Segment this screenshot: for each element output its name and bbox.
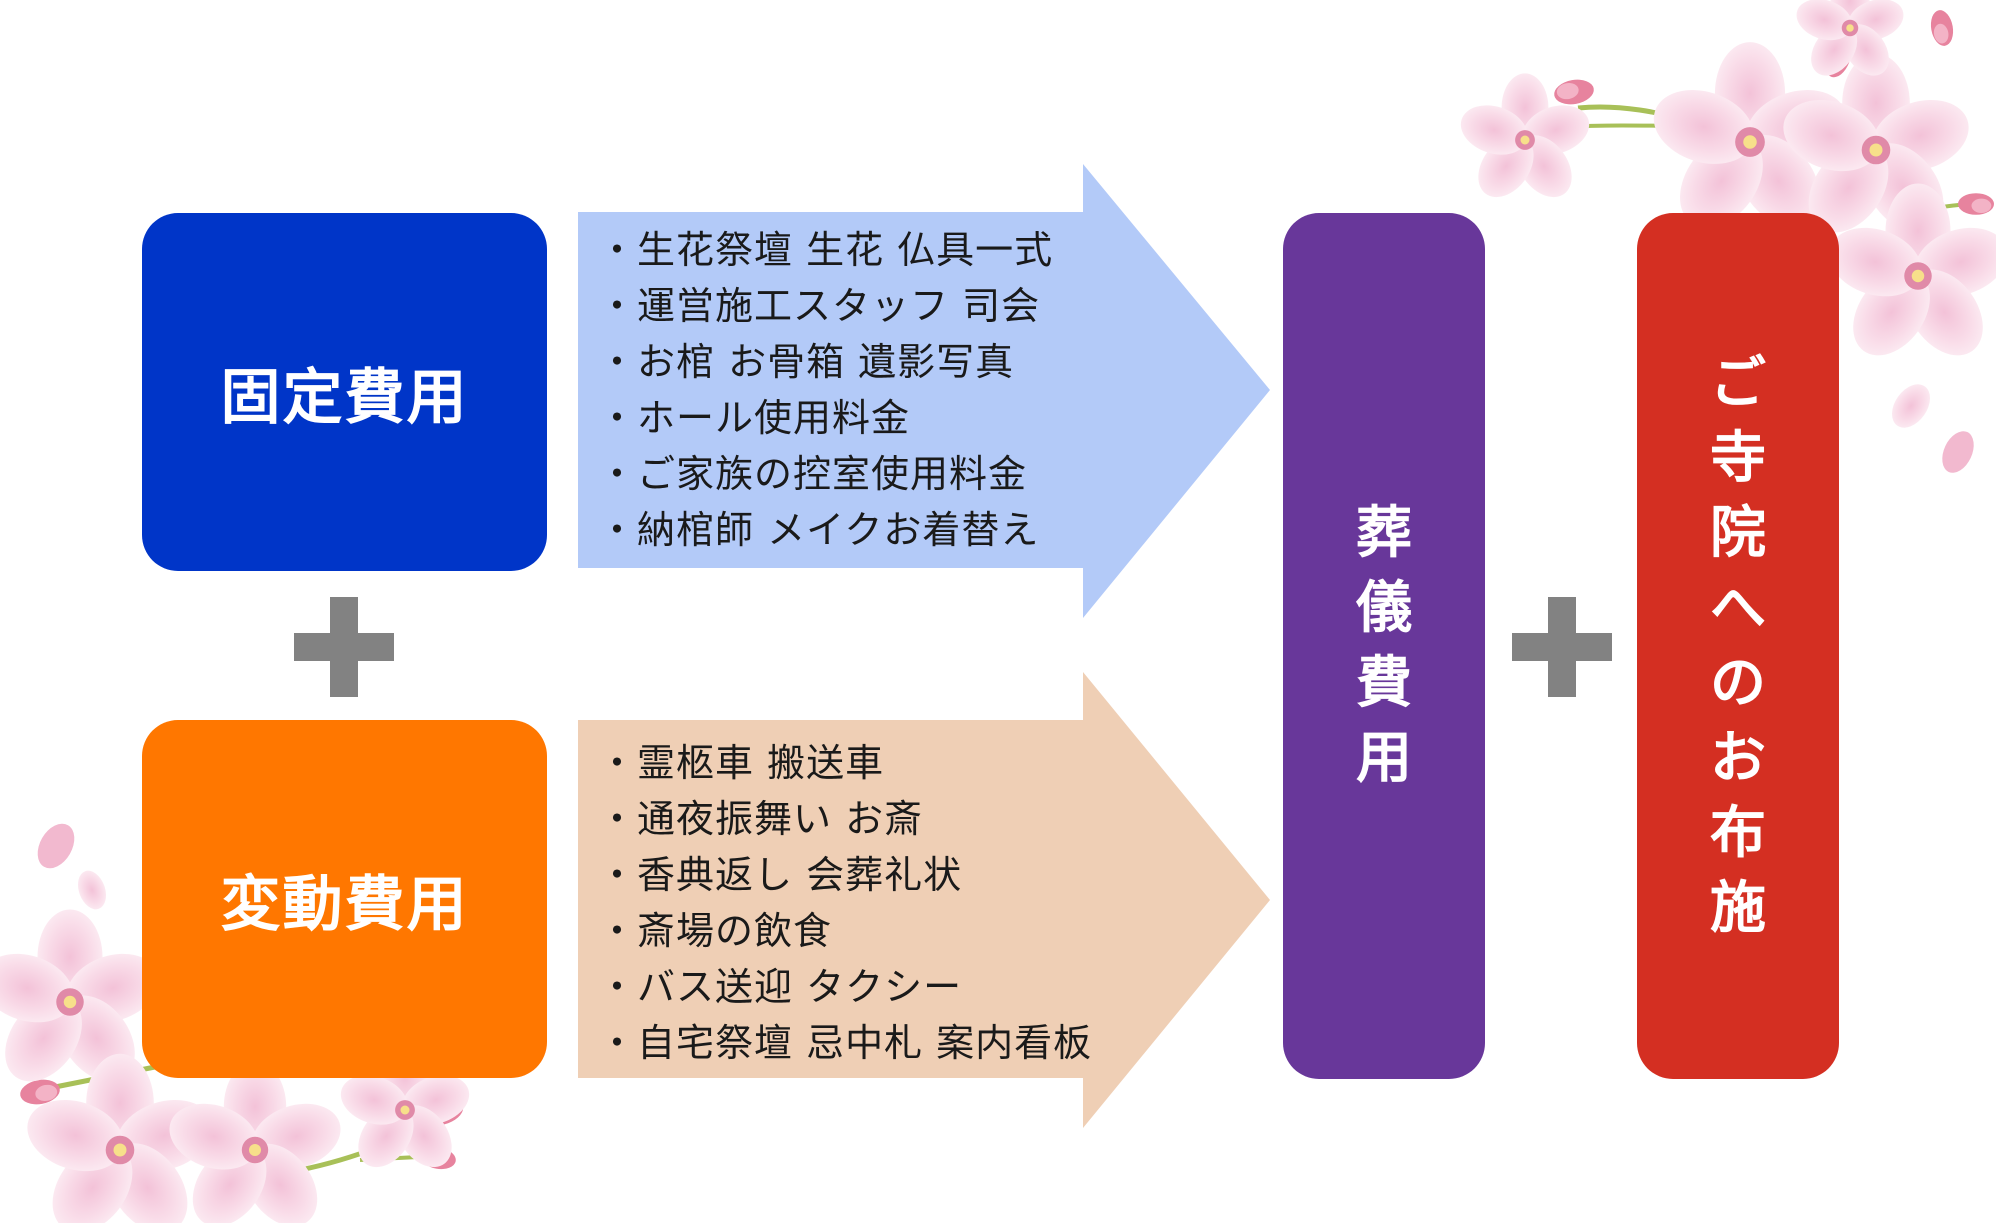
list-item: ・ホール使用料金 (598, 396, 911, 440)
temple-offering-char: お (1710, 726, 1766, 792)
list-item: ・ご家族の控室使用料金 (598, 452, 1028, 496)
funeral-cost-char: 費 (1356, 651, 1412, 716)
list-item: ・バス送迎 タクシー (598, 965, 963, 1009)
list-item: ・斎場の飲食 (598, 909, 833, 953)
list-item: ・生花祭壇 生花 仏具一式 (598, 228, 1054, 272)
variable-cost-box: 変動費用 (142, 720, 547, 1078)
fixed-cost-arrow (578, 164, 1270, 618)
list-item: ・香典返し 会葬礼状 (598, 853, 963, 897)
temple-offering-char: 布 (1710, 801, 1766, 867)
funeral-cost-char: 用 (1356, 726, 1412, 792)
list-item: ・自宅祭壇 忌中札 案内看板 (598, 1021, 1093, 1065)
plus-icon (294, 597, 394, 697)
temple-offering-char: の (1710, 651, 1766, 716)
list-item: ・霊柩車 搬送車 (598, 741, 885, 785)
temple-offering-char: 院 (1710, 500, 1766, 566)
funeral-cost-char: 葬 (1356, 500, 1412, 566)
funeral-cost-box: 葬 儀 費 用 (1283, 213, 1485, 1079)
temple-offering-box: ご 寺 院 へ の お 布 施 (1637, 213, 1839, 1079)
variable-cost-items: ・霊柩車 搬送車 ・通夜振舞い お斎 ・香典返し 会葬礼状 ・斎場の飲食 ・バス… (598, 735, 1092, 1071)
variable-cost-arrow (578, 672, 1270, 1128)
funeral-cost-char: 儀 (1356, 575, 1412, 641)
cherry-blossom-icon (1454, 0, 1996, 473)
temple-offering-char: 寺 (1710, 425, 1766, 491)
temple-offering-char: ご (1710, 350, 1766, 416)
cherry-blossom-icon (0, 823, 476, 1223)
fixed-cost-items: ・生花祭壇 生花 仏具一式 ・運営施工スタッフ 司会 ・お棺 お骨箱 遺影写真 … (598, 222, 1053, 558)
variable-cost-title: 変動費用 (220, 869, 469, 940)
plus-icon (1512, 597, 1612, 697)
fixed-cost-box: 固定費用 (142, 213, 547, 571)
temple-offering-char: へ (1710, 575, 1766, 641)
temple-offering-char: 施 (1710, 876, 1766, 942)
list-item: ・お棺 お骨箱 遺影写真 (598, 340, 1015, 384)
list-item: ・納棺師 メイクお着替え (598, 508, 1040, 552)
list-item: ・通夜振舞い お斎 (598, 797, 924, 841)
list-item: ・運営施工スタッフ 司会 (598, 284, 1041, 328)
fixed-cost-title: 固定費用 (220, 362, 469, 433)
